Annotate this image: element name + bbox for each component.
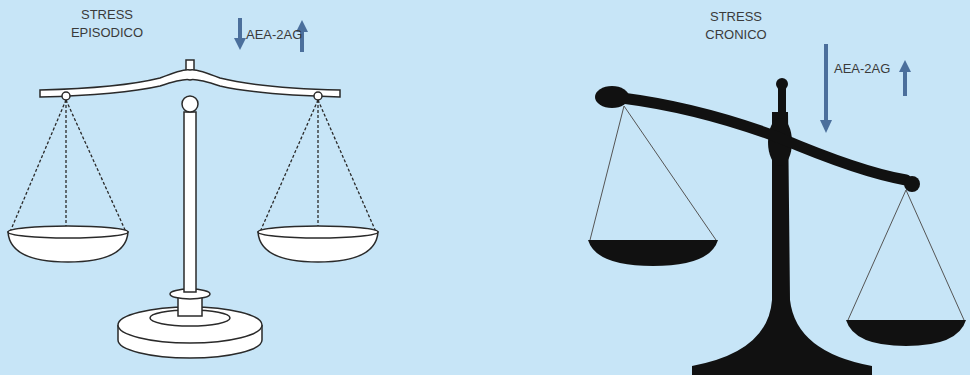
down-arrow-head <box>820 120 832 133</box>
chain <box>66 100 126 232</box>
down-arrow <box>824 44 828 122</box>
scale-post <box>692 112 872 375</box>
scale-pan <box>846 320 966 346</box>
up-arrow <box>903 70 907 96</box>
stress-heading: STRESS CRONICO <box>696 8 776 44</box>
scale-beam <box>40 70 340 97</box>
chain <box>10 100 66 232</box>
scale-beam-knob <box>595 86 629 108</box>
string <box>590 106 624 240</box>
scale-pan-rim <box>8 226 128 238</box>
level-arrows <box>234 18 308 52</box>
scale-chains <box>10 100 376 232</box>
down-arrow <box>238 18 242 40</box>
scale-finial <box>776 78 788 90</box>
scale-beam-curl <box>904 176 920 192</box>
level-label: AEA-2AG <box>834 60 890 78</box>
scale-hook <box>314 92 322 100</box>
balanced-scale <box>40 60 340 358</box>
down-arrow-head <box>234 38 246 50</box>
scale-pivot <box>182 96 198 112</box>
level-label: AEA-2AG <box>246 26 302 44</box>
scale-strings <box>590 106 964 320</box>
scale-neck <box>778 88 786 118</box>
scale-pan <box>588 240 718 266</box>
scale-beam <box>622 98 906 180</box>
level-arrows <box>820 44 911 133</box>
stress-heading: STRESS EPISODICO <box>62 6 152 42</box>
scale-pan-rim <box>258 226 378 238</box>
tilted-scale <box>588 78 966 375</box>
scale-hook <box>62 92 70 100</box>
string <box>624 106 716 240</box>
chain <box>318 100 376 232</box>
scale-post <box>184 112 196 292</box>
chain <box>260 100 318 232</box>
string <box>848 190 906 320</box>
up-arrow-head <box>899 60 911 72</box>
scale-pans <box>8 226 378 262</box>
string <box>906 190 964 320</box>
chain <box>317 100 318 232</box>
chain <box>65 100 66 232</box>
